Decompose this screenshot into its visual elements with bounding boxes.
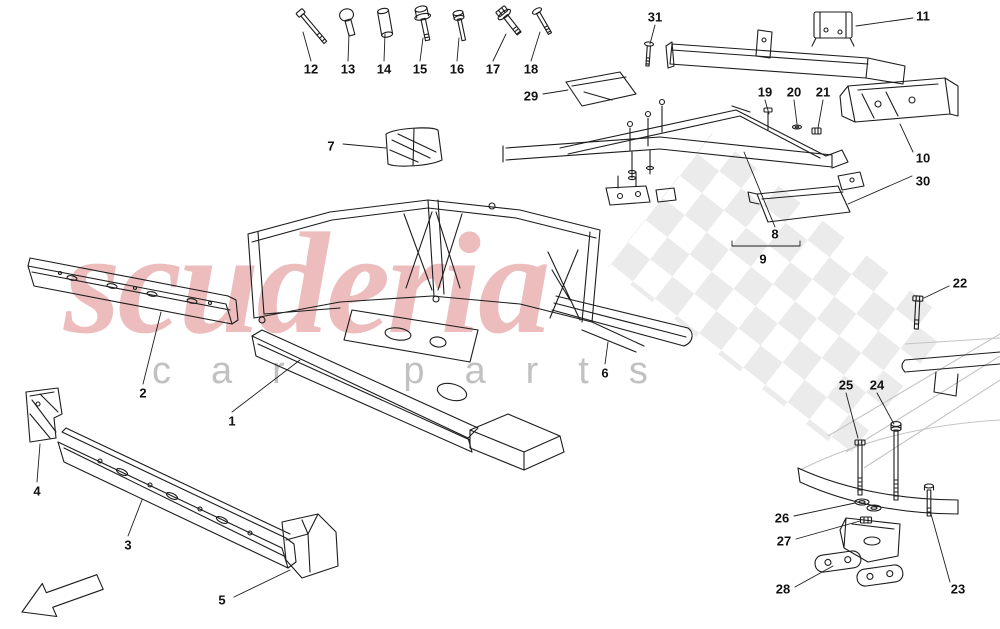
callout-25: 25	[838, 377, 854, 393]
callout-18: 18	[523, 61, 539, 77]
callout-4: 4	[33, 483, 41, 499]
callout-6: 6	[601, 365, 609, 381]
callout-13: 13	[340, 61, 356, 77]
callout-1: 1	[228, 413, 236, 429]
callout-21: 21	[815, 84, 831, 100]
callout-2: 2	[139, 385, 147, 401]
callout-12: 12	[303, 61, 319, 77]
callout-8: 8	[771, 226, 779, 242]
callout-5: 5	[218, 592, 226, 608]
callout-20: 20	[786, 84, 802, 100]
callout-29: 29	[523, 88, 539, 104]
callout-15: 15	[412, 61, 428, 77]
callout-28: 28	[775, 581, 791, 597]
callout-30: 30	[915, 173, 931, 189]
callout-7: 7	[327, 138, 335, 154]
callout-23: 23	[950, 581, 966, 597]
callout-16: 16	[449, 61, 465, 77]
callout-26: 26	[774, 510, 790, 526]
callout-9: 9	[759, 251, 767, 267]
callout-31: 31	[647, 9, 663, 25]
callout-17: 17	[485, 61, 501, 77]
callout-3: 3	[124, 537, 132, 553]
callout-14: 14	[376, 61, 392, 77]
callout-19: 19	[757, 84, 773, 100]
callout-24: 24	[869, 377, 885, 393]
callout-11: 11	[916, 8, 930, 24]
callout-27: 27	[776, 533, 792, 549]
callout-10: 10	[915, 150, 931, 166]
callout-22: 22	[952, 275, 968, 291]
